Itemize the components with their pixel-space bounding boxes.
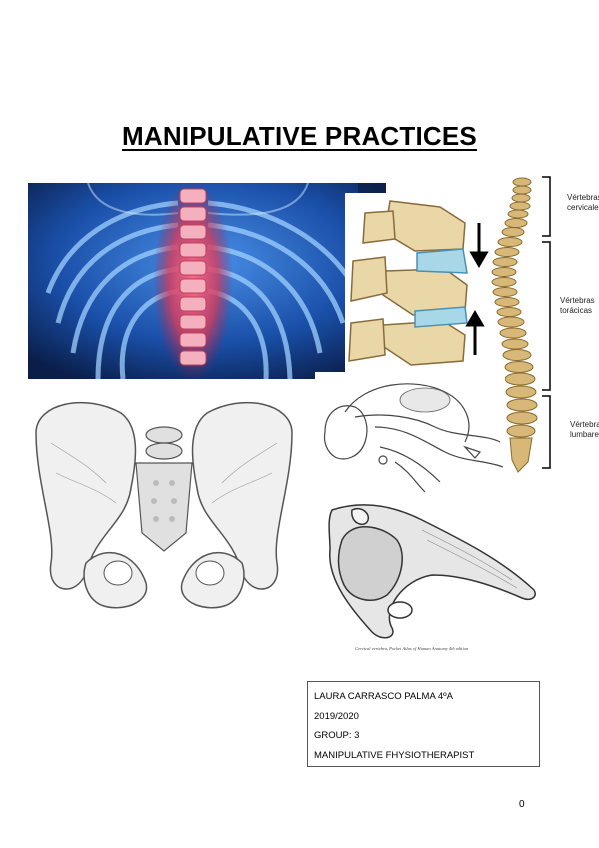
cervical-manipulation-illustration	[315, 372, 505, 498]
page-title: MANIPULATIVE PRACTICES	[122, 121, 477, 151]
academic-year: 2019/2020	[314, 710, 359, 722]
pelvis-illustration	[26, 393, 302, 615]
atlas-caption: Cervical vertebra, Pocket Atlas of Human…	[355, 646, 469, 651]
page-number: 0	[519, 799, 525, 810]
vertebrae-disc-illustration	[345, 193, 495, 375]
atlas-vertebra-illustration	[322, 500, 542, 644]
author-info-box: LAURA CARRASCO PALMA 4ºA 2019/2020 GROUP…	[307, 681, 540, 767]
author-name: LAURA CARRASCO PALMA 4ºA	[314, 691, 453, 702]
spinal-column-illustration	[480, 172, 560, 477]
group-number: GROUP: 3	[314, 730, 360, 741]
lumbar-label: Vértebras lumbares	[570, 420, 599, 439]
cervical-label: Vértebras cervicales	[567, 193, 599, 212]
spine-xray-illustration	[28, 183, 386, 379]
thoracic-label: Vértebras torácicas	[560, 296, 595, 315]
author-role: MANIPULATIVE FHYSIOTHERAPIST	[314, 749, 475, 761]
